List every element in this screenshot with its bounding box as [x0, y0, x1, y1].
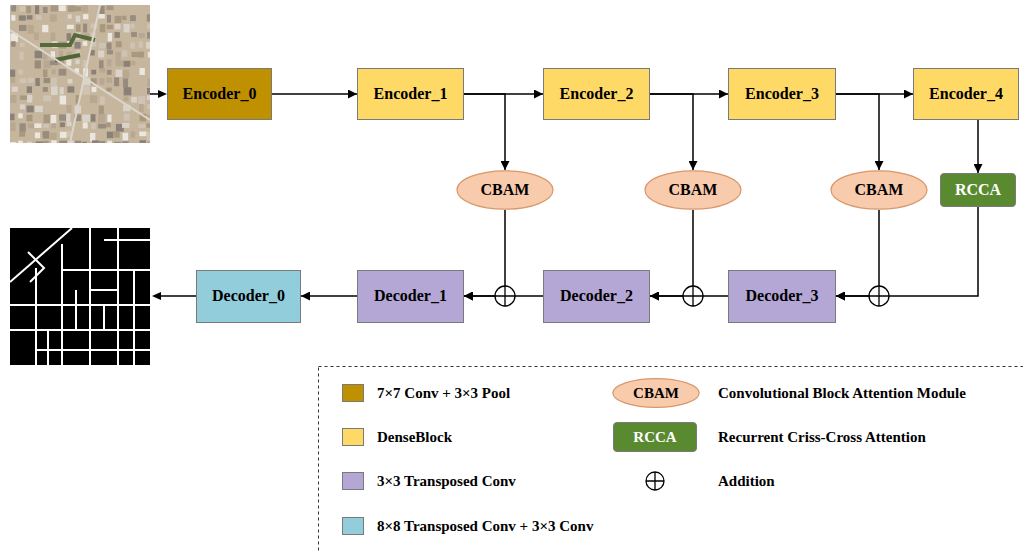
- satellite-image: [10, 5, 150, 143]
- connector-arrow: [650, 94, 693, 170]
- node-label: CBAM: [855, 180, 904, 200]
- decoder-box: Decoder_1: [357, 270, 464, 323]
- node-label: Decoder_2: [560, 286, 633, 306]
- legend-swatch: RCCA: [613, 422, 697, 452]
- legend-text: 3×3 Transposed Conv: [377, 471, 516, 491]
- connector-arrow: [464, 210, 505, 296]
- dense-block-box: Encoder_2: [543, 68, 650, 120]
- legend-swatch: [342, 384, 364, 402]
- decoder-box: Decoder_2: [543, 270, 650, 323]
- node-label: CBAM: [481, 180, 530, 200]
- connector-arrow: [977, 120, 979, 173]
- legend-text: Recurrent Criss-Cross Attention: [718, 427, 926, 447]
- cbam-ellipse: CBAM: [644, 170, 742, 210]
- legend-swatch: CBAM: [612, 378, 700, 408]
- node-label: Encoder_2: [560, 84, 634, 104]
- legend-sample-label: CBAM: [633, 383, 679, 403]
- connector-arrow: [836, 210, 879, 296]
- road-map-output: [10, 228, 150, 365]
- node-label: Encoder_1: [374, 84, 448, 104]
- cbam-ellipse: CBAM: [830, 170, 928, 210]
- connector-arrow: [464, 94, 505, 170]
- connector-arrow: [836, 207, 978, 296]
- legend-sample-label: RCCA: [633, 427, 676, 447]
- node-label: CBAM: [669, 180, 718, 200]
- legend-swatch: [342, 517, 364, 535]
- legend-swatch: [342, 472, 364, 490]
- connector-arrow: [301, 295, 357, 297]
- addition-symbol: [683, 286, 703, 306]
- layout-arrows: [150, 90, 196, 300]
- node-label: RCCA: [955, 180, 1001, 200]
- legend-swatch: [342, 428, 364, 446]
- dense-block-box: Encoder_4: [913, 68, 1019, 120]
- node-label: Encoder_3: [745, 84, 819, 104]
- legend-text: 8×8 Transposed Conv + 3×3 Conv: [377, 516, 593, 536]
- rcca-box: RCCA: [940, 173, 1016, 207]
- node-label: Decoder_0: [212, 286, 285, 306]
- legend-frame: [319, 367, 1023, 551]
- connector-arrow: [650, 210, 693, 296]
- addition-symbol: [645, 471, 665, 491]
- dense-block-box: Encoder_3: [728, 68, 836, 120]
- legend-text: Convolutional Block Attention Module: [718, 383, 966, 403]
- node-label: Encoder_4: [929, 84, 1003, 104]
- decoder-output-box: Decoder_0: [196, 270, 301, 323]
- encoder-stem-box: Encoder_0: [167, 68, 272, 120]
- node-label: Decoder_3: [746, 286, 819, 306]
- decoder-box: Decoder_3: [728, 270, 836, 323]
- addition-symbol: [869, 286, 889, 306]
- legend-text: DenseBlock: [377, 427, 452, 447]
- legend-text: 7×7 Conv + 3×3 Pool: [377, 383, 510, 403]
- dense-block-box: Encoder_1: [357, 68, 464, 120]
- legend-text: Addition: [718, 471, 775, 491]
- node-label: Decoder_1: [374, 286, 447, 306]
- cbam-ellipse: CBAM: [456, 170, 554, 210]
- connector-arrow: [272, 93, 357, 95]
- connector-arrow: [836, 94, 879, 170]
- node-label: Encoder_0: [183, 84, 257, 104]
- legend-swatch: [645, 471, 665, 491]
- addition-symbol: [495, 286, 515, 306]
